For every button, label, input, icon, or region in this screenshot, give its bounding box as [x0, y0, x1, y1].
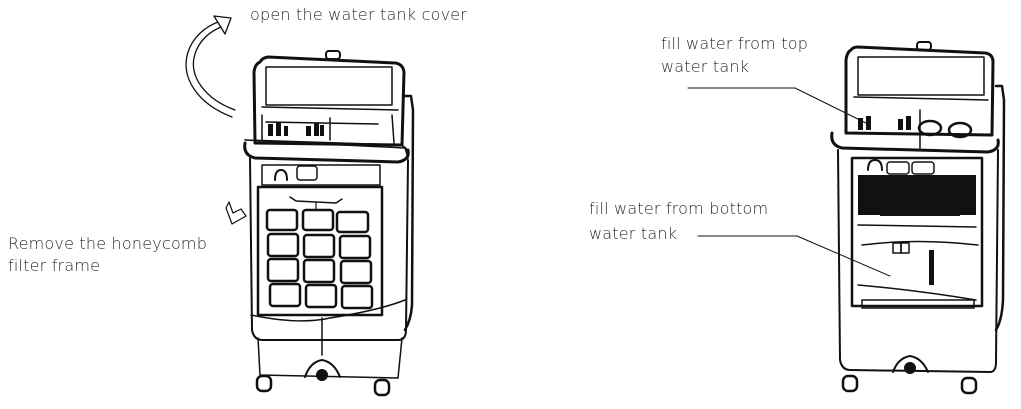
label-top-tank-line2: water tank	[661, 57, 750, 76]
filter-grid	[265, 208, 374, 310]
air-cooler-right	[830, 41, 1006, 395]
leader-lines	[687, 87, 891, 277]
leader-top-tank	[687, 87, 871, 126]
leader-bottom-tank	[697, 235, 891, 277]
label-bottom-tank-line1: fill water from bottom	[589, 199, 769, 218]
label-open-cover: open the water tank cover	[250, 5, 468, 24]
label-remove-filter-line1: Remove the honeycomb	[8, 234, 208, 253]
down-arrow-icon	[225, 201, 247, 225]
label-top-tank-line1: fill water from top	[661, 34, 809, 53]
label-bottom-tank-line2: water tank	[589, 224, 678, 243]
curved-arrow-icon	[185, 15, 236, 118]
label-remove-filter-line2: filter frame	[8, 256, 101, 275]
air-cooler-left	[185, 15, 415, 397]
